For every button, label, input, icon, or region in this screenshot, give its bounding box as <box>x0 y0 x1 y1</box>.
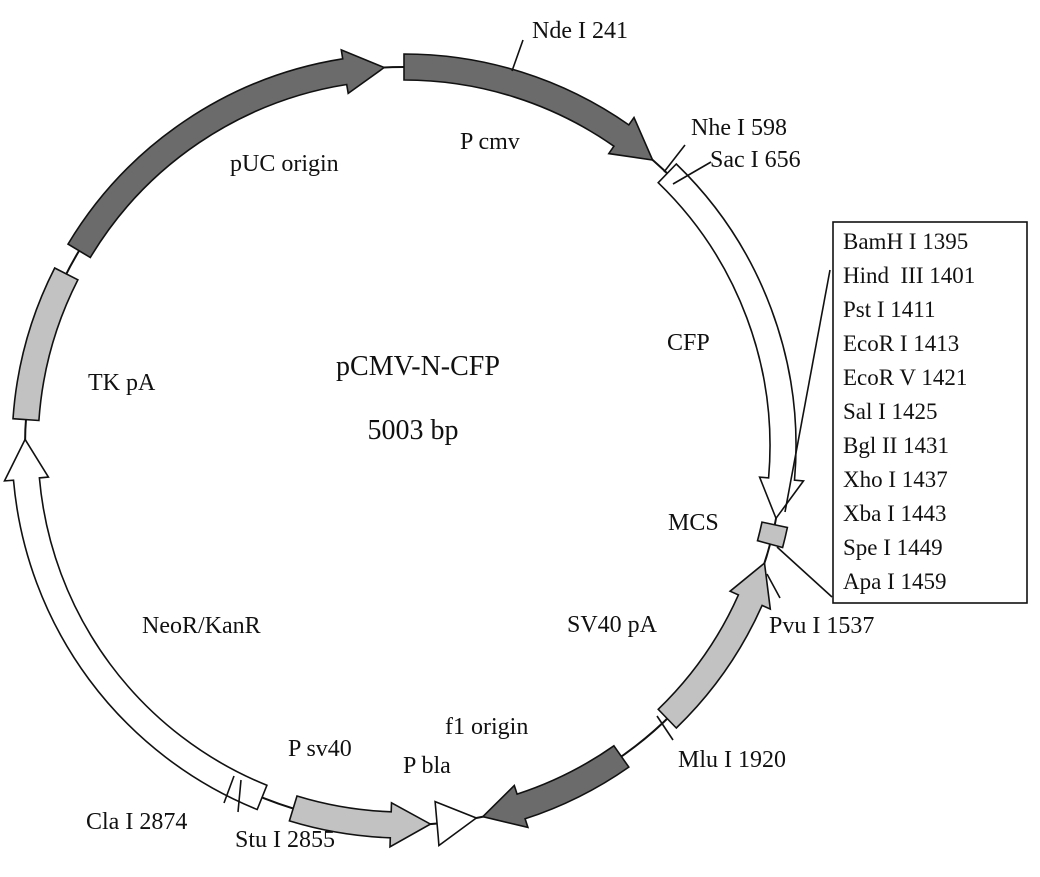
label-f1-origin: f1 origin <box>445 714 528 740</box>
mcs-site: Sal I 1425 <box>843 399 938 424</box>
label-mcs: MCS <box>668 510 719 536</box>
mlu-i-tick <box>656 715 674 741</box>
feature-arc-f1-origin <box>481 744 630 829</box>
mcs-site: EcoR I 1413 <box>843 331 959 356</box>
label-nde-i: Nde I 241 <box>532 18 628 44</box>
feature-arc-mcs <box>756 521 789 549</box>
mcs-site: Xba I 1443 <box>843 501 946 526</box>
label-puc-origin: pUC origin <box>230 151 339 177</box>
label-neor-kanr: NeoR/KanR <box>142 613 261 639</box>
label-p-sv40: P sv40 <box>288 736 352 762</box>
mcs-site: EcoR V 1421 <box>843 365 967 390</box>
mcs-site: BamH I 1395 <box>843 229 968 254</box>
mcs-site: Spe I 1449 <box>843 535 943 560</box>
pvu-i-tick <box>766 573 781 599</box>
nhe-i-tick <box>663 144 686 173</box>
stu-i-tick <box>237 779 242 813</box>
mcs-site-box <box>832 221 1028 604</box>
label-nhe-i: Nhe I 598 <box>691 115 787 141</box>
label-p-cmv: P cmv <box>460 129 520 155</box>
mcs-callout-upper <box>784 269 831 513</box>
feature-arc-p-sv40 <box>288 795 433 849</box>
mcs-site: Hind III 1401 <box>843 263 975 288</box>
label-cfp: CFP <box>667 330 710 356</box>
feature-layer <box>3 48 805 849</box>
label-p-bla: P bla <box>403 753 451 779</box>
mcs-site: Pst I 1411 <box>843 297 935 322</box>
label-sac-i: Sac I 656 <box>710 147 801 173</box>
label-pvu-i: Pvu I 1537 <box>769 613 874 639</box>
label-stu-i: Stu I 2855 <box>235 827 335 853</box>
plasmid-size: 5003 bp <box>368 415 459 446</box>
plasmid-name: pCMV-N-CFP <box>336 351 500 382</box>
sac-i-tick <box>672 161 712 185</box>
feature-arc-cfp <box>657 162 805 520</box>
feature-arc-puc-origin <box>66 48 386 259</box>
feature-arc-p-bla <box>434 800 478 847</box>
mcs-site-list: BamH I 1395 Hind III 1401 Pst I 1411 Eco… <box>843 229 975 594</box>
feature-arc-tk-pa <box>12 266 79 422</box>
label-mlu-i: Mlu I 1920 <box>678 747 786 773</box>
mcs-site: Xho I 1437 <box>843 467 948 492</box>
mcs-site: Bgl II 1431 <box>843 433 949 458</box>
mcs-site: Apa I 1459 <box>843 569 946 594</box>
feature-arc-neor-kanr <box>3 437 268 811</box>
label-tk-pa: TK pA <box>88 370 156 396</box>
label-cla-i: Cla I 2874 <box>86 809 187 835</box>
label-sv40-pa: SV40 pA <box>567 612 658 638</box>
mcs-callout-lower <box>776 546 833 598</box>
feature-arc-p-cmv <box>403 53 654 162</box>
feature-arc-sv40-pa <box>657 561 772 730</box>
nde-i-tick <box>511 39 524 72</box>
cla-i-tick <box>223 775 235 804</box>
